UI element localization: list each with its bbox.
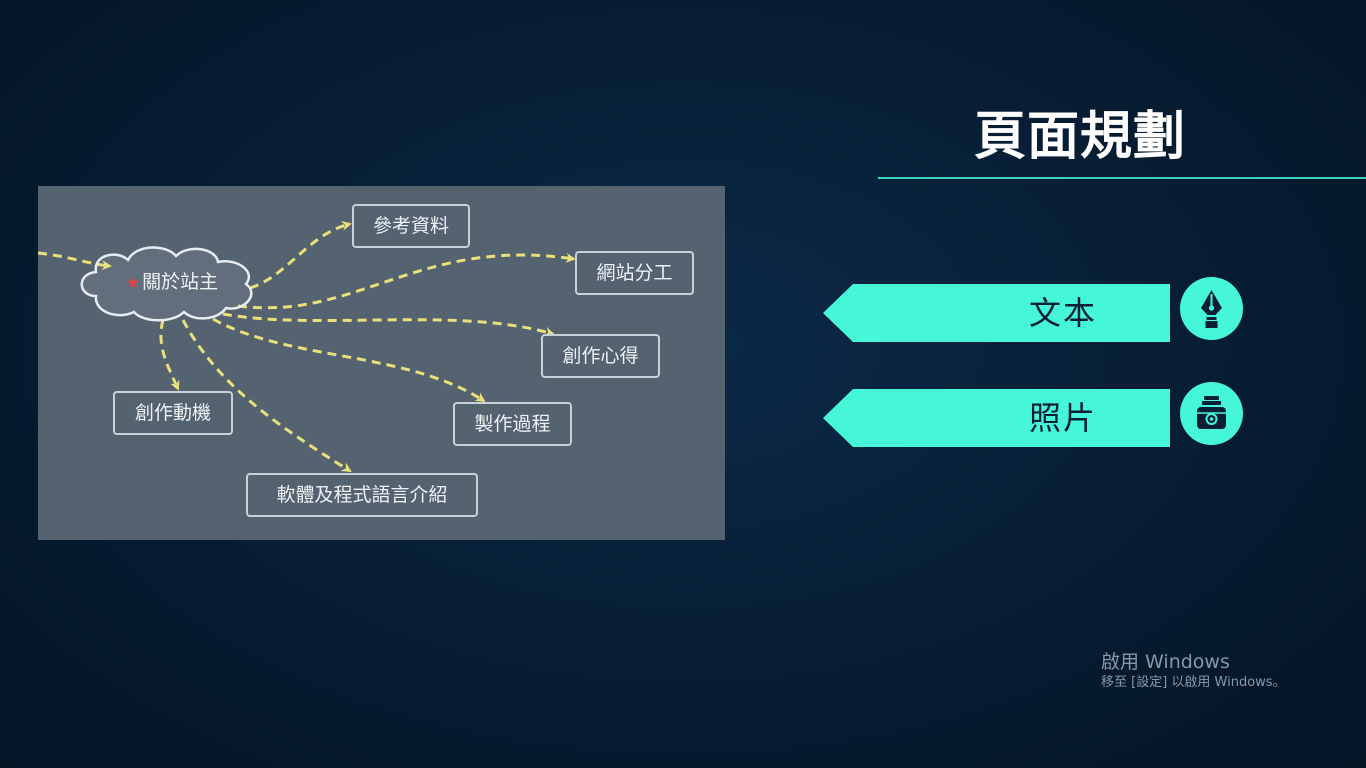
- photo-button[interactable]: 照片: [823, 389, 1170, 447]
- connector-references: [249, 220, 352, 290]
- text-button-label: 文本: [1028, 294, 1097, 332]
- node-motivation[interactable]: 創作動機: [113, 391, 233, 435]
- mindmap-image: ★關於站主 參考資料 網站分工 創作心得 創作動機 製作過程 軟體及程式語言介紹: [38, 186, 725, 540]
- mindmap-root-text: 關於站主: [142, 271, 219, 293]
- windows-activation-watermark: 啟用 Windows 移至 [設定] 以啟用 Windows。: [1101, 650, 1286, 692]
- watermark-line2: 移至 [設定] 以啟用 Windows。: [1101, 675, 1286, 690]
- fountain-pen-icon[interactable]: [1180, 277, 1243, 340]
- page-title: 頁面規劃: [973, 107, 1186, 167]
- node-process[interactable]: 製作過程: [453, 402, 572, 446]
- connector-software: [181, 319, 352, 473]
- connector-division: [237, 252, 576, 310]
- connector-incoming: [38, 251, 112, 271]
- camera-icon[interactable]: [1180, 382, 1243, 445]
- mindmap-root-label[interactable]: ★關於站主: [112, 268, 232, 297]
- connector-lines: [38, 220, 576, 473]
- node-reflection[interactable]: 創作心得: [541, 334, 660, 378]
- root-cloud[interactable]: [80, 246, 253, 322]
- connector-motivation: [159, 319, 180, 391]
- node-division[interactable]: 網站分工: [575, 251, 694, 295]
- title-underline: [878, 177, 1366, 179]
- node-references[interactable]: 參考資料: [352, 204, 470, 248]
- connector-process: [212, 317, 486, 403]
- photo-button-label: 照片: [1028, 399, 1097, 437]
- node-software[interactable]: 軟體及程式語言介紹: [246, 473, 478, 517]
- star-icon: ★: [125, 273, 141, 292]
- connector-reflection: [222, 312, 555, 337]
- text-button[interactable]: 文本: [823, 284, 1170, 342]
- mindmap-connectors: [38, 220, 576, 473]
- watermark-line1: 啟用 Windows: [1101, 651, 1230, 673]
